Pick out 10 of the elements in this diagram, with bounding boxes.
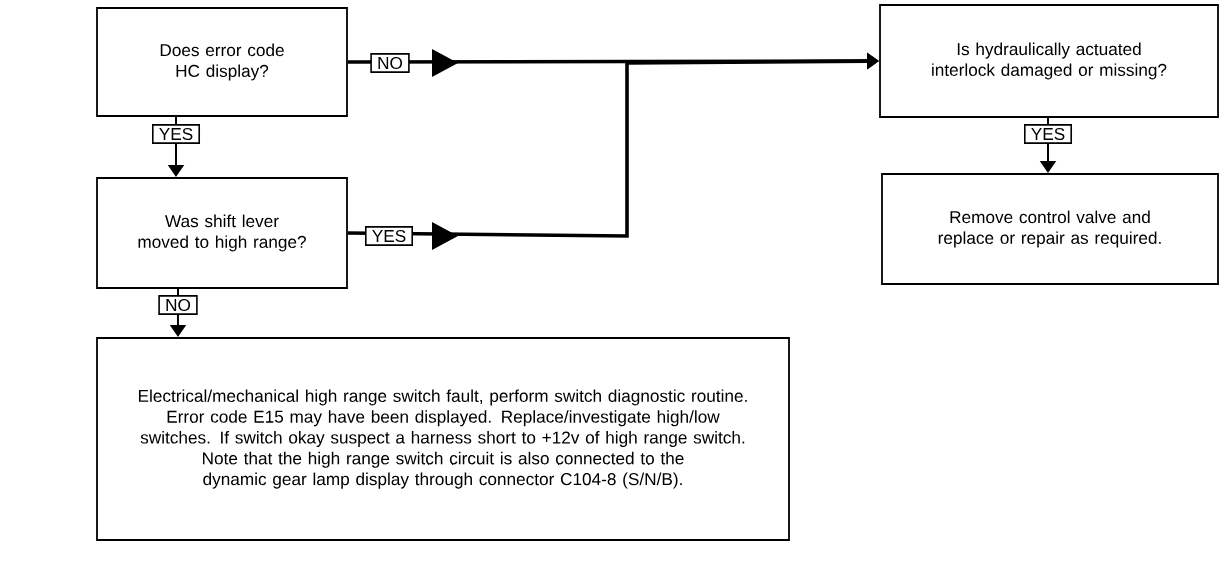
- process-box: Does error code HC display?: [96, 7, 348, 117]
- edge-label: YES: [1024, 124, 1072, 144]
- process-box: Electrical/mechanical high range switch fault, perform switch diagnostic routine. Error code E15 may have been displayed. Replace/investigate high/low switches. If switch okay suspect a harness short to +12v of high range switch. Note that the high range switch circuit is also connected to the dynamic gear lamp display through connector C104-8 (S/N/B).: [96, 337, 790, 541]
- edge-label: YES: [365, 226, 413, 246]
- process-box: Remove control valve and replace or repair as required.: [881, 173, 1219, 285]
- edge-label: NO: [370, 53, 410, 73]
- process-box: Is hydraulically actuated interlock damaged or missing?: [879, 4, 1219, 118]
- process-box: Was shift lever moved to high range?: [96, 177, 348, 289]
- edge-label: YES: [152, 124, 200, 144]
- edge-label: NO: [158, 295, 198, 315]
